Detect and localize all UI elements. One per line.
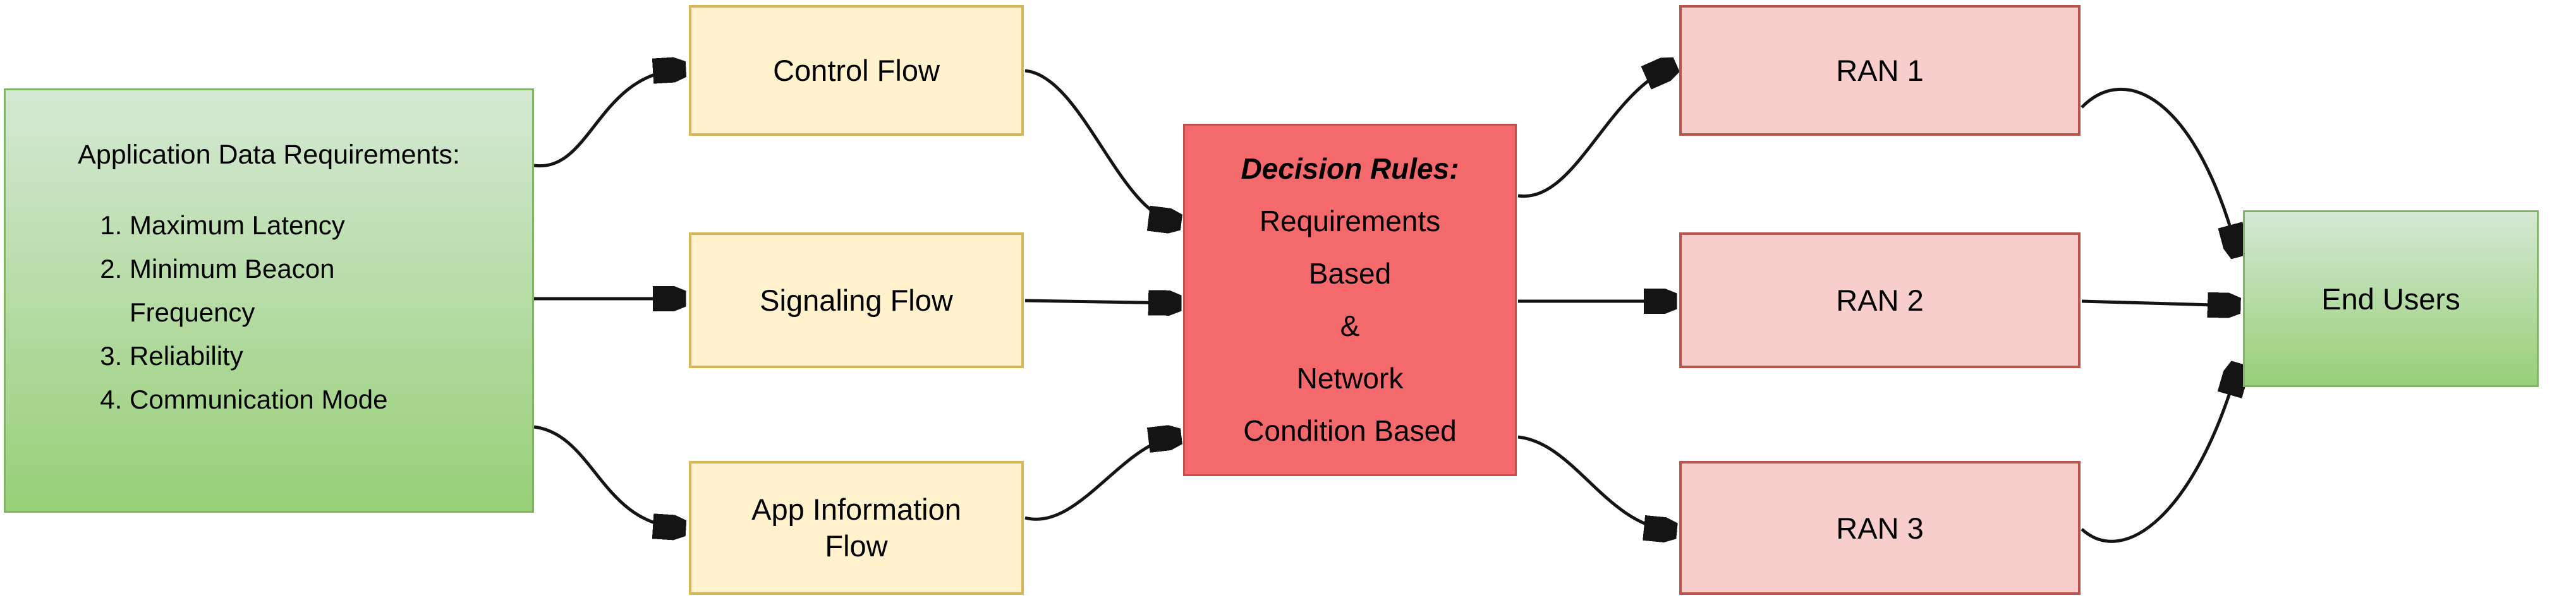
edge-control-flow-decision-rules <box>1024 69 1176 222</box>
ran1-label: RAN 1 <box>1836 54 1924 87</box>
signaling-flow-box: Signaling Flow <box>689 232 1024 368</box>
edge-app-information-flow-decision-rules <box>1024 437 1176 521</box>
edge-signaling-flow-decision-rules <box>1024 301 1176 303</box>
ran3-label: RAN 3 <box>1836 511 1924 545</box>
requirement-item: Communication Mode <box>130 378 532 421</box>
edge-requirements-control-flow <box>533 69 680 168</box>
edge-requirements-app-information-flow <box>533 425 680 528</box>
control-flow-box: Control Flow <box>689 5 1024 136</box>
requirement-item: Maximum Latency <box>130 203 532 247</box>
requirement-item: Reliability <box>130 334 532 378</box>
ran3-box: RAN 3 <box>1679 461 2081 595</box>
requirements-title: Application Data Requirements: <box>78 140 460 170</box>
signaling-flow-label: Signaling Flow <box>760 283 953 317</box>
decision-rules-title: Decision Rules: <box>1241 152 1459 185</box>
decision-rules-body: Requirements Based & Network Condition B… <box>1243 205 1457 447</box>
ran2-box: RAN 2 <box>1679 232 2081 368</box>
end-users-box: End Users <box>2243 210 2539 387</box>
app-information-flow-box: App Information Flow <box>689 461 1024 595</box>
edge-ran2-end-users <box>2081 301 2235 306</box>
edge-decision-rules-ran3 <box>1517 435 1671 530</box>
ran2-label: RAN 2 <box>1836 284 1924 317</box>
end-users-label: End Users <box>2321 282 2460 316</box>
app-information-flow-label: App Information Flow <box>751 493 961 563</box>
ran1-box: RAN 1 <box>1679 5 2081 136</box>
edge-decision-rules-ran1 <box>1517 67 1671 198</box>
edge-ran3-end-users <box>2081 369 2237 543</box>
requirements-box: Application Data Requirements: Maximum L… <box>4 88 534 513</box>
edge-ran1-end-users <box>2081 87 2237 251</box>
requirements-list: Maximum Latency Minimum Beacon Frequency… <box>6 203 532 421</box>
decision-rules-box: Decision Rules: Requirements Based & Net… <box>1183 124 1517 476</box>
control-flow-label: Control Flow <box>773 53 940 87</box>
requirement-item: Minimum Beacon Frequency <box>130 247 532 334</box>
